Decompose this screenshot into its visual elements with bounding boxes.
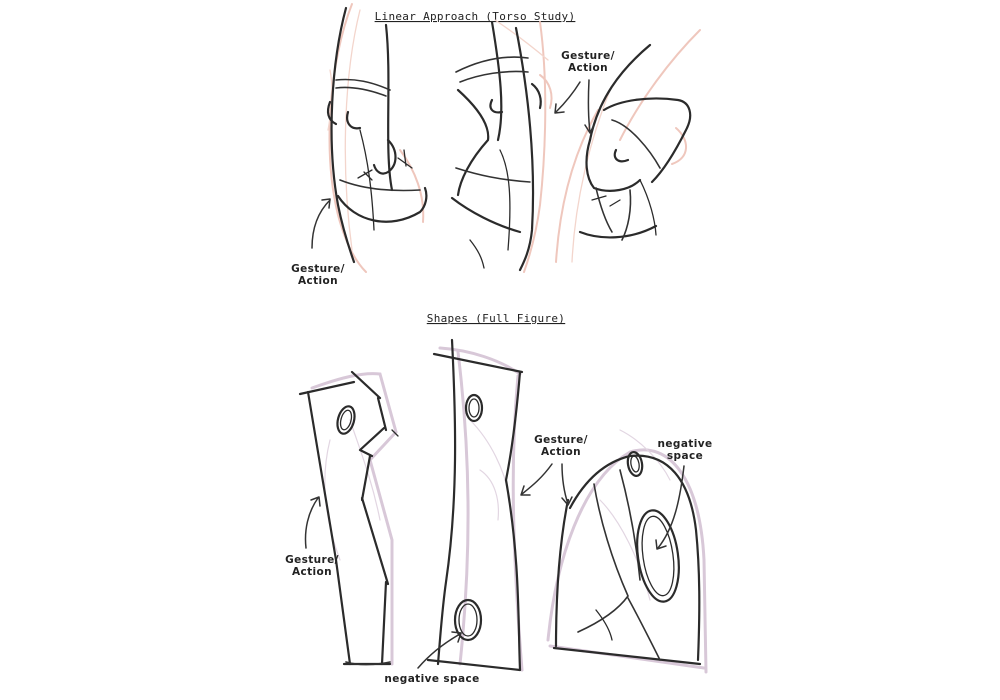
- torso-gesture-arrow-left: [311, 198, 331, 249]
- torso-gesture-arrow-right-1: [554, 81, 581, 114]
- torso-gesture-right-line2: Action: [568, 62, 608, 74]
- torso-gesture-right-line1: Gesture/: [561, 50, 615, 62]
- torso-gesture-left-line1: Gesture/: [291, 263, 345, 275]
- negative-space-arrow-top: [655, 465, 685, 550]
- figure-section-title: Shapes (Full Figure): [427, 312, 565, 325]
- torso-sketch-2: [450, 19, 553, 273]
- figure-gesture-arrow-mid-1: [520, 463, 553, 496]
- torso-sketch-3: [555, 29, 701, 263]
- torso-gesture-left-line2: Action: [298, 275, 338, 287]
- figure-gesture-mid-line1: Gesture/: [534, 434, 588, 446]
- negative-space-bottom-text: negative space: [384, 673, 479, 685]
- figure-gesture-arrow-mid-2: [561, 463, 573, 506]
- negative-space-label-bottom: negative space: [384, 673, 479, 685]
- negative-space-top-line1: negative: [658, 438, 713, 450]
- negative-space-top-line2: space: [667, 450, 703, 462]
- figure-gesture-label-left: Gesture/ Action: [285, 554, 339, 578]
- torso-gesture-label-left: Gesture/ Action: [291, 263, 345, 287]
- torso-gesture-arrow-right-2: [584, 79, 595, 134]
- figure-shape-2: [426, 338, 524, 672]
- figure-gesture-label-mid: Gesture/ Action: [534, 434, 588, 458]
- torso-gesture-label-right: Gesture/ Action: [561, 50, 615, 74]
- negative-space-arrow-bottom: [417, 631, 462, 669]
- torso-sketch-1: [326, 3, 428, 273]
- figure-gesture-mid-line2: Action: [541, 446, 581, 458]
- negative-space-label-top: negative space: [658, 438, 713, 462]
- figure-gesture-left-line2: Action: [292, 566, 332, 578]
- figure-shape-1: [298, 370, 399, 666]
- figure-gesture-left-line1: Gesture/: [285, 554, 339, 566]
- torso-section-title: Linear Approach (Torso Study): [375, 10, 576, 23]
- figure-shape-3: [546, 429, 708, 674]
- figure-gesture-arrow-left: [304, 496, 321, 549]
